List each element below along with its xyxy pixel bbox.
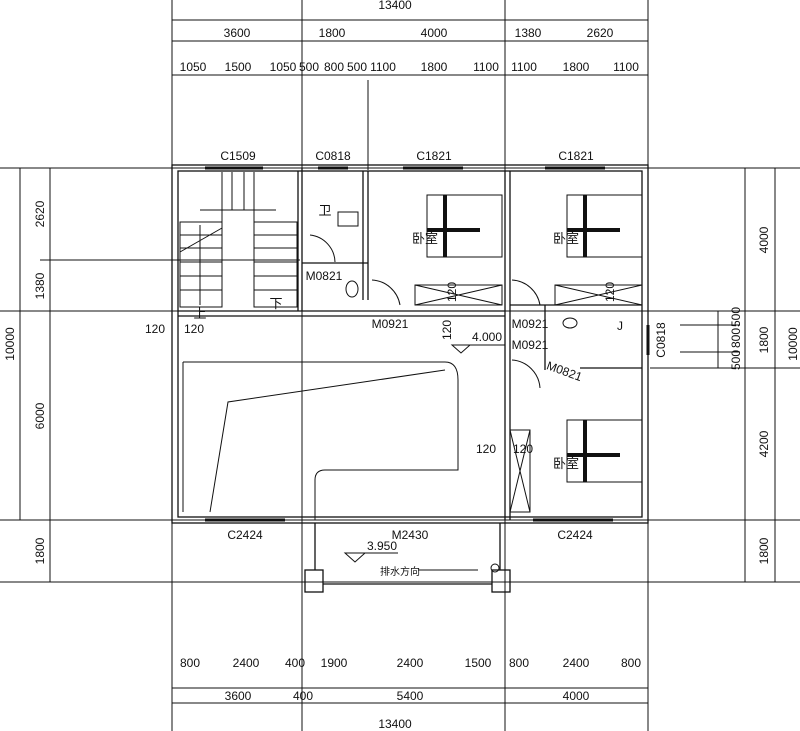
drain-icon — [490, 563, 500, 573]
dim-top: 1800 — [421, 60, 448, 74]
door-label: M0921 — [372, 317, 409, 331]
dim-left: 6000 — [33, 402, 47, 429]
stair-down-label: 下 — [269, 297, 282, 312]
wall-thickness-label: 120 — [184, 322, 204, 336]
door-label: M0921 — [512, 338, 549, 352]
window-label: C0818 — [315, 149, 351, 163]
door-label: M0821 — [545, 358, 585, 384]
wall-thickness-label: 120 — [513, 442, 533, 456]
dim-right: 10000 — [786, 327, 800, 361]
dim-bottom: 5400 — [397, 689, 424, 703]
dim-top: 13400 — [378, 0, 412, 12]
dim-top: 1800 — [563, 60, 590, 74]
room-label-bedroom: 卧室 — [553, 231, 579, 247]
elevation-marker-icon — [343, 552, 398, 563]
dim-bottom: 3600 — [225, 689, 252, 703]
living-area-outline — [182, 361, 459, 520]
wall-thickness-label: 120 — [603, 282, 617, 302]
dim-bottom: 1900 — [321, 656, 348, 670]
dim-top: 1500 — [225, 60, 252, 74]
windows — [205, 166, 650, 522]
dim-bottom: 4000 — [563, 689, 590, 703]
elevation-label: 3.950 — [367, 539, 397, 553]
dim-bottom: 2400 — [233, 656, 260, 670]
dim-left: 2620 — [33, 200, 47, 227]
dim-top: 800 — [324, 60, 344, 74]
dim-right: 1800 — [757, 537, 771, 564]
dim-top: 500 — [299, 60, 319, 74]
dim-top: 3600 — [224, 26, 251, 40]
window-label: C1509 — [220, 149, 256, 163]
elevation-label: 4.000 — [472, 330, 502, 344]
dim-right: 500 — [729, 350, 743, 370]
wall-thickness-label: 120 — [445, 282, 459, 302]
dim-bottom: 800 — [180, 656, 200, 670]
door-label: M0821 — [306, 269, 343, 283]
dim-top: 1050 — [270, 60, 297, 74]
dim-bottom: 400 — [285, 656, 305, 670]
wall-thickness-label: 120 — [440, 320, 454, 340]
elevation-marker-icon — [450, 344, 505, 354]
dim-bottom: 13400 — [378, 717, 412, 731]
dim-top: 1100 — [473, 60, 499, 74]
window-label: C2424 — [227, 528, 263, 542]
dimension-lines — [19, 19, 776, 704]
dim-right: 4000 — [757, 226, 771, 253]
dim-right: 800 — [729, 328, 743, 348]
bed-furniture — [309, 194, 643, 513]
dim-top: 1100 — [370, 60, 396, 74]
drainage-direction-label: 排水方向 — [380, 565, 420, 578]
dim-top: 1380 — [515, 26, 542, 40]
door-label: M2430 — [392, 528, 429, 542]
dim-top: 1100 — [511, 60, 537, 74]
door-label: M0921 — [512, 317, 549, 331]
dim-left: 10000 — [3, 327, 17, 361]
dim-left: 1380 — [33, 272, 47, 299]
dim-right: 1800 — [757, 326, 771, 353]
wall-thickness-label: 120 — [145, 322, 165, 336]
room-label-bedroom: 卧室 — [412, 231, 438, 247]
dim-right: 4200 — [757, 430, 771, 457]
dim-top: 500 — [347, 60, 367, 74]
dim-left: 1800 — [33, 537, 47, 564]
window-label: C1821 — [558, 149, 594, 163]
staircase — [179, 172, 298, 308]
dim-top: 2620 — [587, 26, 614, 40]
dim-right: 500 — [729, 307, 743, 327]
toilet-mark: J — [617, 319, 623, 333]
dim-top: 1800 — [319, 26, 346, 40]
window-label: C0818 — [654, 322, 668, 358]
window-label: C2424 — [557, 528, 593, 542]
dim-bottom: 800 — [621, 656, 641, 670]
dim-bottom: 800 — [509, 656, 529, 670]
room-label-bedroom: 卧室 — [553, 456, 579, 472]
dim-bottom: 2400 — [397, 656, 424, 670]
stair-up-label: 上 — [193, 307, 206, 322]
room-label-bath: 卫 — [318, 204, 331, 219]
wall-thickness-label: 120 — [476, 442, 496, 456]
window-label: C1821 — [416, 149, 452, 163]
dim-bottom: 1500 — [465, 656, 492, 670]
dim-bottom: 2400 — [563, 656, 590, 670]
dim-top: 1100 — [613, 60, 639, 74]
dim-top: 4000 — [421, 26, 448, 40]
dim-top: 1050 — [180, 60, 207, 74]
dim-bottom: 400 — [293, 689, 313, 703]
